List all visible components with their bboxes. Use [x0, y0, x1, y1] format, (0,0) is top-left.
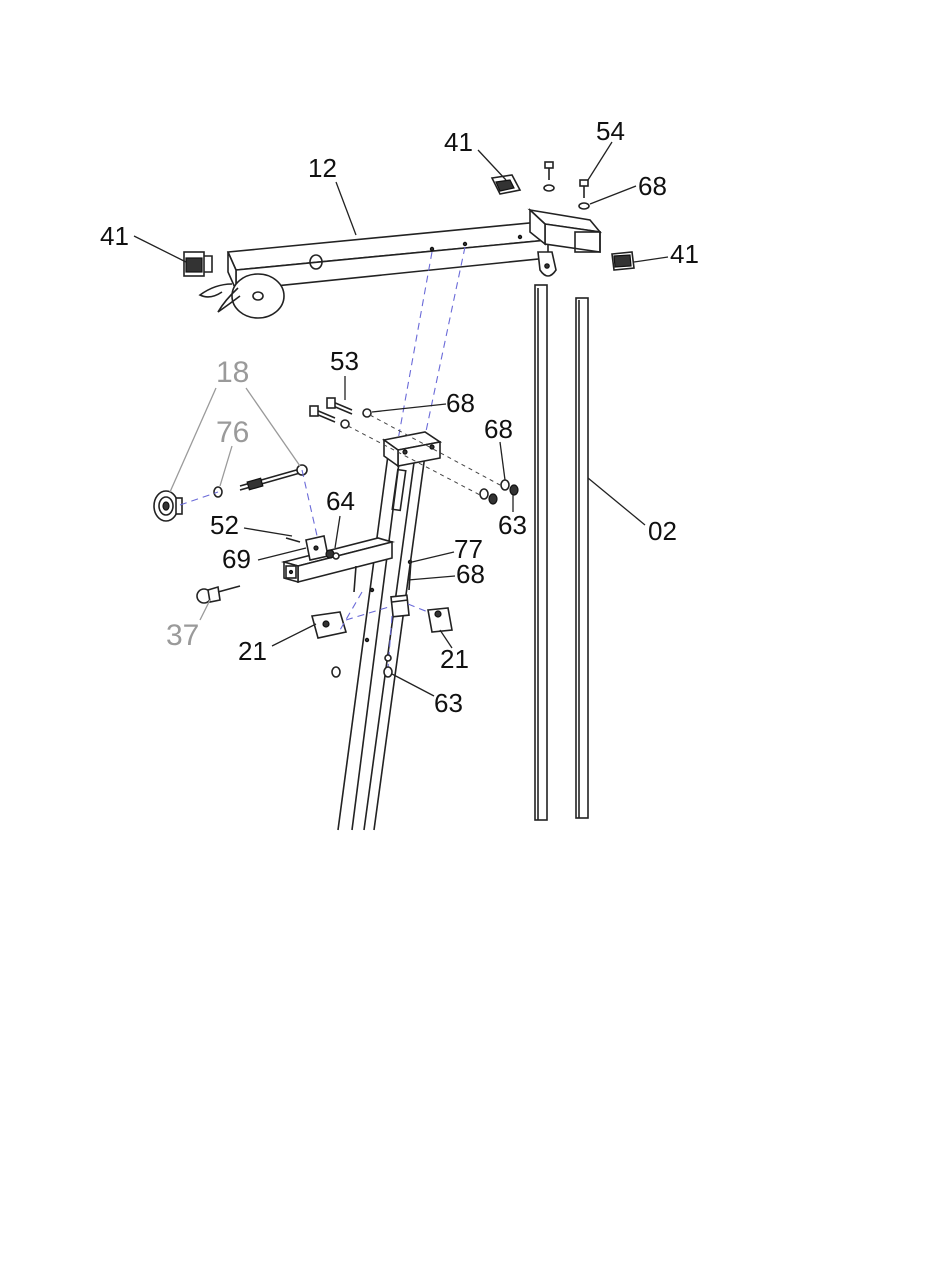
label-37: 37 [166, 619, 199, 652]
end-cap-right [612, 252, 634, 270]
label-68-low: 68 [456, 559, 485, 589]
label-41-left: 41 [100, 221, 129, 251]
end-cap-left [184, 252, 212, 276]
label-63-low: 63 [434, 688, 463, 718]
top-bracket-bolts [544, 162, 589, 209]
label-52: 52 [210, 510, 239, 540]
part-labels: 41 12 41 54 68 41 53 68 68 63 18 76 02 6… [100, 116, 699, 718]
upright-post-pair [535, 285, 588, 820]
label-54: 54 [596, 116, 625, 146]
label-53: 53 [330, 346, 359, 376]
label-21-left: 21 [238, 636, 267, 666]
carriage-nuts [480, 480, 518, 504]
label-76: 76 [216, 416, 249, 449]
label-68-top: 68 [638, 171, 667, 201]
pop-pin [197, 586, 240, 603]
end-cap-top [492, 175, 520, 194]
label-64: 64 [326, 486, 355, 516]
label-63-right: 63 [498, 510, 527, 540]
label-68-right: 68 [484, 414, 513, 444]
label-18: 18 [216, 356, 249, 389]
label-69: 69 [222, 544, 251, 574]
label-41-top: 41 [444, 127, 473, 157]
side-arm [284, 536, 392, 582]
label-12: 12 [308, 153, 337, 183]
label-02: 02 [648, 516, 677, 546]
label-21-right: 21 [440, 644, 469, 674]
top-crossbar [200, 210, 600, 318]
label-68-mid: 68 [446, 388, 475, 418]
label-41-right: 41 [670, 239, 699, 269]
